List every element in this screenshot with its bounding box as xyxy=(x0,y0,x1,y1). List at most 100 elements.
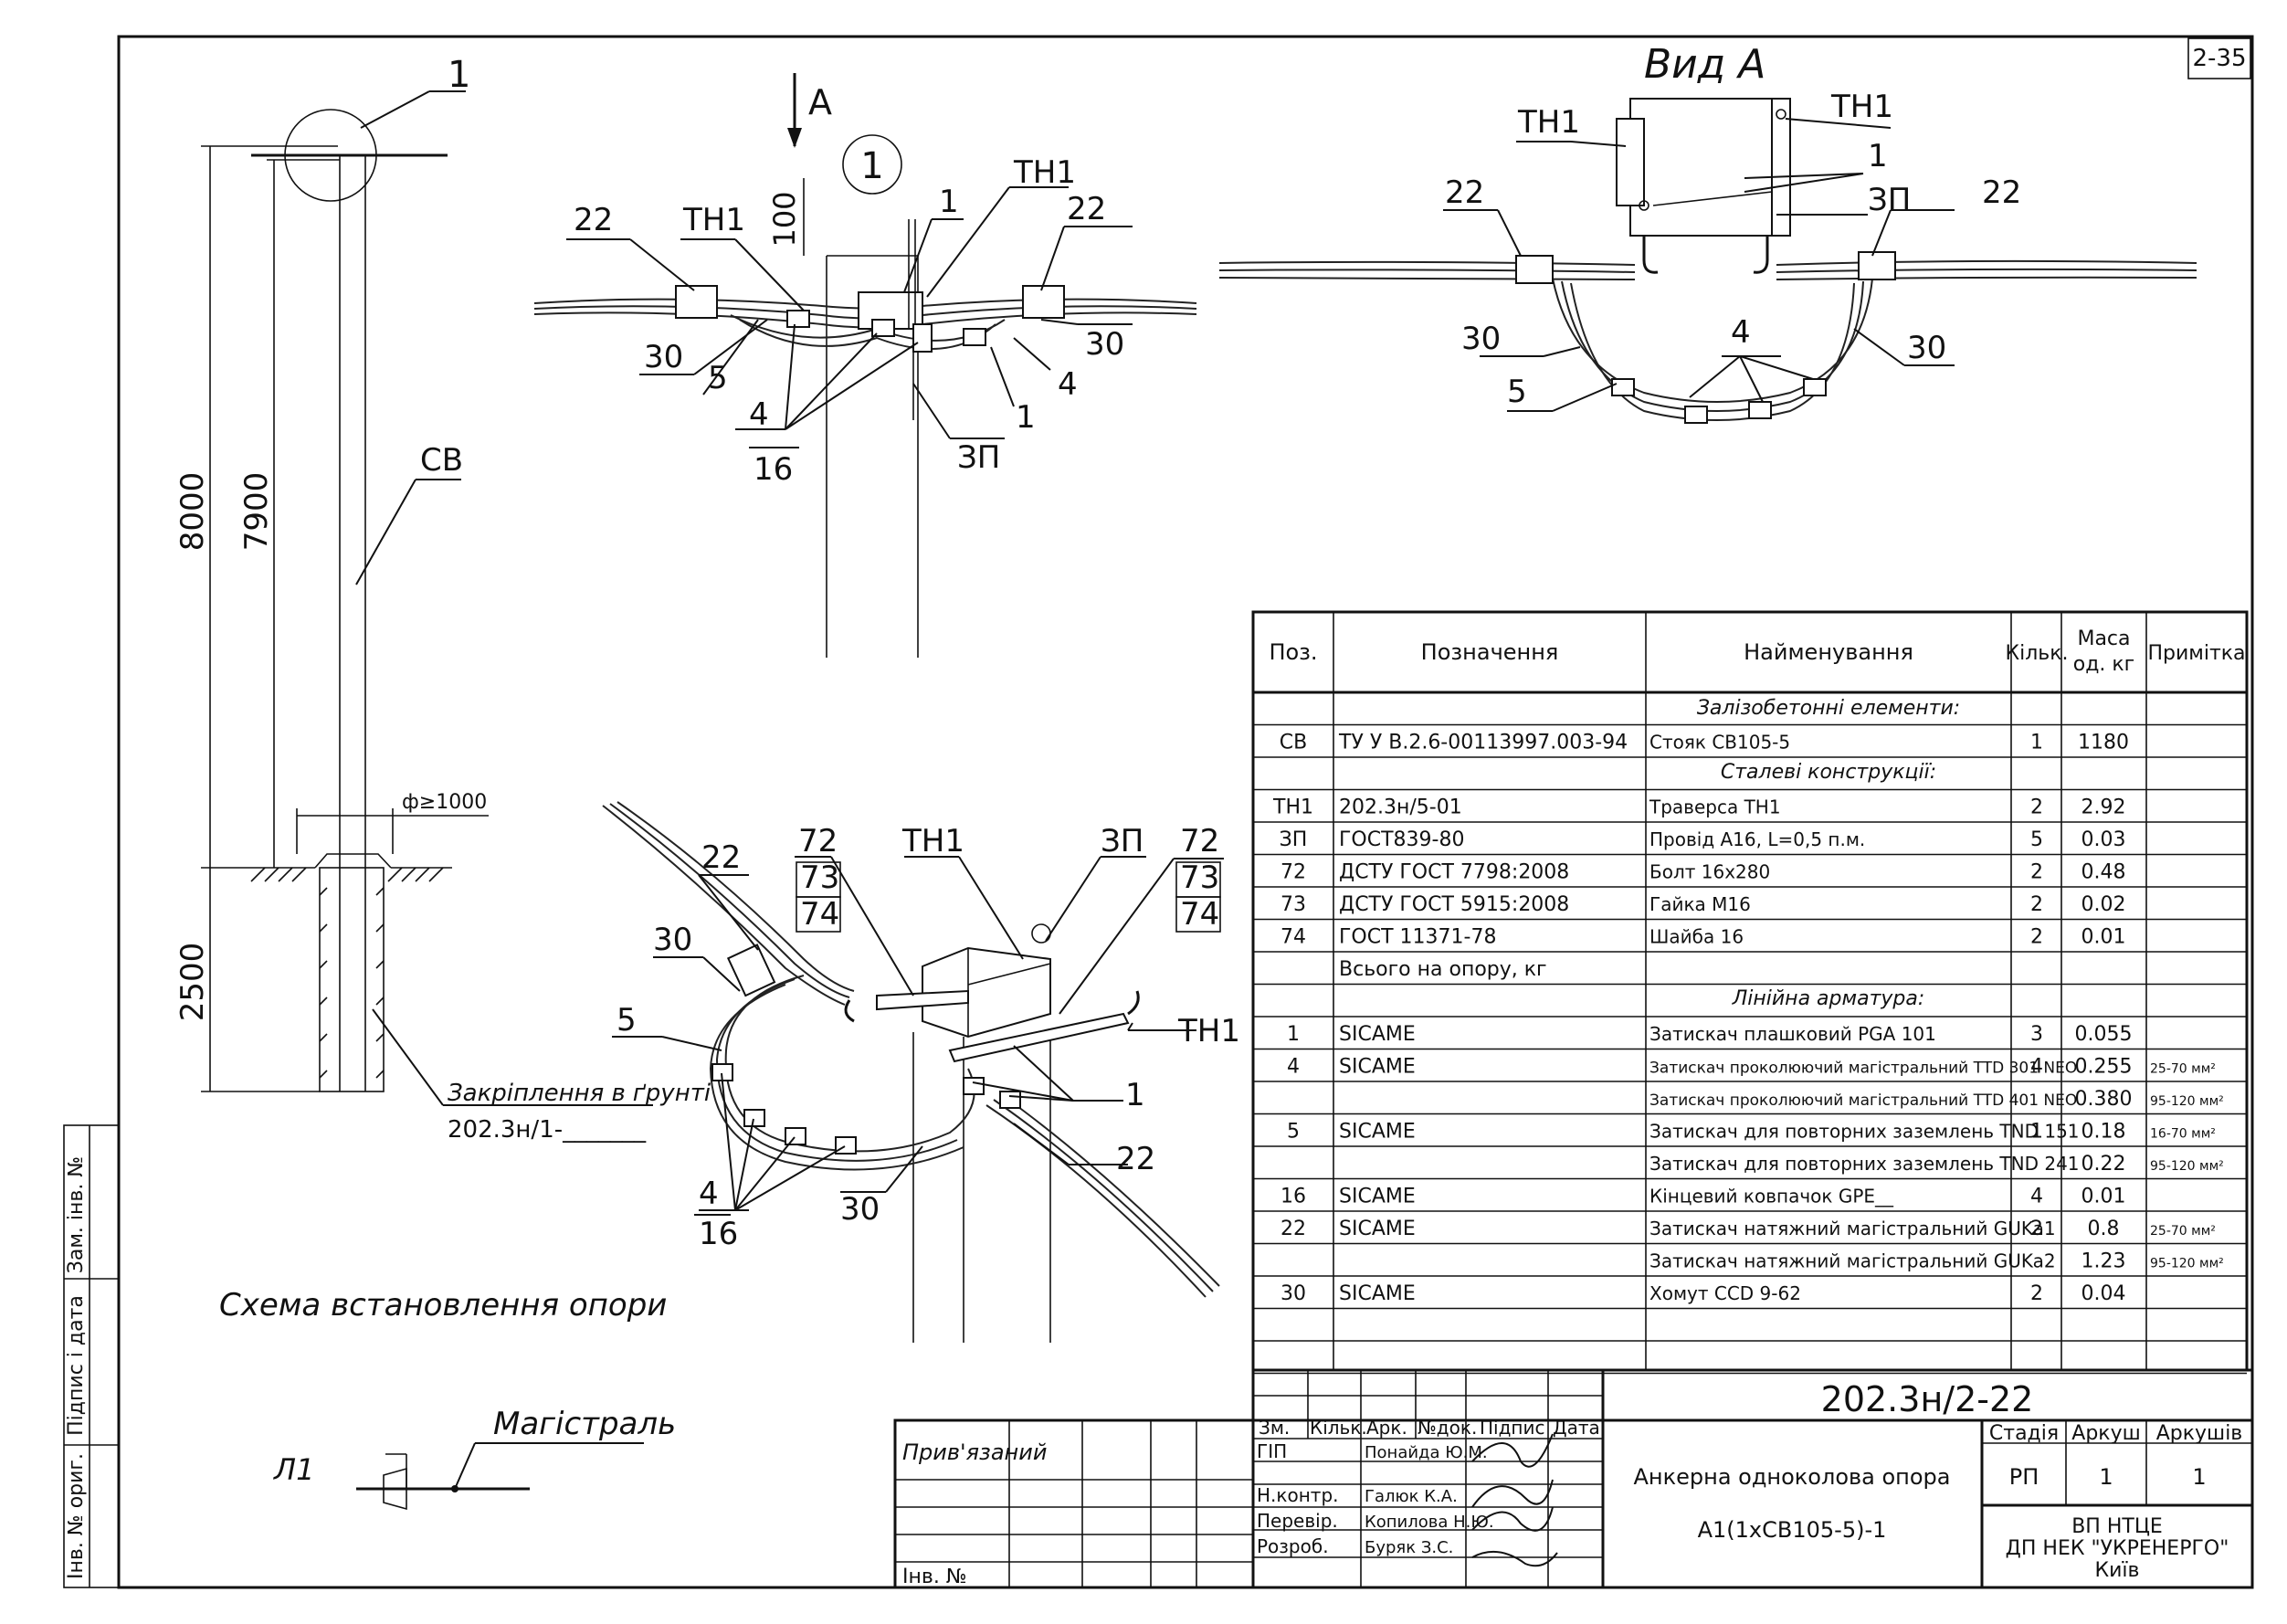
title-line2: А1(1хСВ105-5)-1 xyxy=(1698,1517,1887,1543)
va-label-5: 5 xyxy=(1507,374,1527,410)
sheet-header: Аркуш xyxy=(2071,1422,2140,1445)
cell-name: Затискач плашковий PGA 101 xyxy=(1649,1023,1936,1045)
cell-mass: 0.055 xyxy=(2075,1023,2133,1046)
col-sign: Підпис xyxy=(1480,1417,1545,1439)
cell-note: 95-120 мм² xyxy=(2150,1159,2224,1174)
dt-label-zp: ЗП xyxy=(957,439,1000,476)
spec-table: Поз. Позначення Найменування Кільк. Маса… xyxy=(1251,610,2249,1375)
detail-number-circle xyxy=(842,134,902,195)
sheet-value: 1 xyxy=(2099,1464,2113,1490)
cell-name: Провід А16, L=0,5 п.м. xyxy=(1649,828,1865,850)
dt-label-16: 16 xyxy=(754,451,793,488)
inv-label: Інв. № xyxy=(902,1566,967,1588)
dt-label-4-left: 4 xyxy=(749,396,769,433)
iso-label-22-right: 22 xyxy=(1116,1141,1155,1177)
cell-name: Хомут CCD 9-62 xyxy=(1649,1282,1801,1304)
dim-8000: 8000 xyxy=(174,472,211,552)
stamp-replaced-inv: Зам. інв. № xyxy=(65,1156,88,1274)
sheet-number-box xyxy=(2187,37,2251,79)
th-code: Позначення xyxy=(1421,639,1559,665)
th-note: Примітка xyxy=(2147,642,2245,665)
col-kilk: Кільк. xyxy=(1310,1417,1367,1439)
iso-label-th1-right: ТН1 xyxy=(1177,1013,1240,1049)
cell-qty: 2 xyxy=(2030,1218,2043,1240)
cell-pos: 30 xyxy=(1281,1282,1306,1305)
dt-label-30-right: 30 xyxy=(1085,326,1124,363)
role-perevir: Перевір. xyxy=(1257,1510,1338,1532)
iso-label-30-bottom: 30 xyxy=(840,1191,880,1228)
dim-2500: 2500 xyxy=(174,943,211,1022)
va-label-th1-right: ТН1 xyxy=(1830,89,1893,125)
cell-qty: 1 xyxy=(2030,1121,2043,1144)
dt-label-30-left: 30 xyxy=(644,339,683,375)
role-gip: ГІП xyxy=(1257,1440,1287,1462)
th-qty: Кільк. xyxy=(2005,642,2068,665)
pole-label: СВ xyxy=(420,442,463,479)
dt-label-4-right: 4 xyxy=(1058,366,1078,403)
iso-label-73-right: 73 xyxy=(1180,859,1219,896)
cell-code: SICAME xyxy=(1339,1282,1416,1305)
cell-name: Затискач натяжний магістральний GUKa2 xyxy=(1649,1250,2056,1272)
iso-label-16: 16 xyxy=(699,1216,738,1252)
cell-name: Затискач для повторних заземлень TND 151 xyxy=(1649,1121,2080,1143)
va-label-30-right: 30 xyxy=(1907,330,1946,366)
cell-mass: 0.18 xyxy=(2081,1121,2126,1144)
cell-qty: 3 xyxy=(2030,1023,2043,1046)
cell-qty: 5 xyxy=(2030,828,2043,851)
col-date: Дата xyxy=(1553,1417,1600,1439)
iso-label-4: 4 xyxy=(699,1176,719,1212)
anchor-ref: 202.3н/1-_______ xyxy=(448,1116,647,1144)
cell-mass: 0.380 xyxy=(2075,1088,2133,1111)
cell-code: ТУ У В.2.6-00113997.003-94 xyxy=(1338,732,1628,754)
cell-name: Шайба 16 xyxy=(1649,926,1744,948)
cell-code: Всього на опору, кг xyxy=(1339,958,1547,981)
dt-label-th1-left: ТН1 xyxy=(682,202,745,238)
cell-name: Затискач проколюючий магістральний TTD 3… xyxy=(1649,1060,2077,1078)
person-perevir: Копилова Н.Ю. xyxy=(1365,1513,1494,1532)
cell-pos: ЗП xyxy=(1280,828,1308,851)
cell-mass: 0.255 xyxy=(2075,1056,2133,1079)
cell-name: Стояк СВ105-5 xyxy=(1649,732,1790,754)
cell-note: 16-70 мм² xyxy=(2150,1127,2216,1142)
th-pos: Поз. xyxy=(1269,639,1317,665)
dt-label-22-left: 22 xyxy=(574,202,613,238)
sheet-number: 2-35 xyxy=(2192,45,2246,72)
cell-mass: 1180 xyxy=(2078,732,2129,754)
va-label-th1-left: ТН1 xyxy=(1517,104,1580,141)
cell-qty: 4 xyxy=(2030,1056,2043,1079)
cell-qty: 1 xyxy=(2030,732,2043,754)
cell-mass: 0.02 xyxy=(2081,893,2126,916)
iso-label-22-left: 22 xyxy=(701,839,741,876)
doc-number: 202.3н/2-22 xyxy=(1821,1379,2034,1419)
role-nkontr: Н.контр. xyxy=(1257,1484,1339,1506)
detail-circle-1 xyxy=(284,109,377,202)
stage-header: Стадія xyxy=(1989,1422,2059,1445)
section-steel: Сталеві конструкції: xyxy=(1721,761,1936,784)
signature-4 xyxy=(1471,1550,1558,1567)
cell-name: Траверса ТН1 xyxy=(1649,796,1781,818)
cell-note: 95-120 мм² xyxy=(2150,1257,2224,1271)
iso-label-74-left: 74 xyxy=(800,896,839,933)
cell-name: Затискач для повторних заземлень TND 241 xyxy=(1649,1153,2080,1175)
col-ndok: №док. xyxy=(1418,1417,1477,1439)
th-name: Найменування xyxy=(1744,639,1913,665)
magistral-label: Магістраль xyxy=(493,1406,676,1442)
va-label-4: 4 xyxy=(1731,314,1751,351)
section-fittings: Лінійна арматура: xyxy=(1732,987,1925,1010)
detail-number: 1 xyxy=(860,145,883,187)
col-zm: Зм. xyxy=(1259,1417,1290,1439)
cell-mass: 0.04 xyxy=(2081,1282,2126,1305)
signature-2 xyxy=(1471,1479,1554,1508)
cell-pos: 4 xyxy=(1287,1056,1300,1079)
cell-mass: 1.23 xyxy=(2081,1250,2126,1273)
view-a: Вид А ТН1 ТН1 22 1 xyxy=(1218,41,2197,424)
person-nkontr: Галюк К.А. xyxy=(1365,1487,1458,1506)
signature-1 xyxy=(1471,1433,1554,1468)
cell-code: ДСТУ ГОСТ 7798:2008 xyxy=(1339,861,1569,884)
org-line2: ДП НЕК "УКРЕНЕРГО" xyxy=(2006,1537,2229,1560)
pole-elevation: 8000 7900 2500 ф≥1000 1 СВ Закріплення в… xyxy=(174,54,711,1144)
sheets-value: 1 xyxy=(2192,1464,2206,1490)
cell-name: Гайка М16 xyxy=(1649,893,1751,915)
iso-label-72-right: 72 xyxy=(1180,823,1219,859)
th-mass: Маса од. кг xyxy=(2072,627,2135,676)
